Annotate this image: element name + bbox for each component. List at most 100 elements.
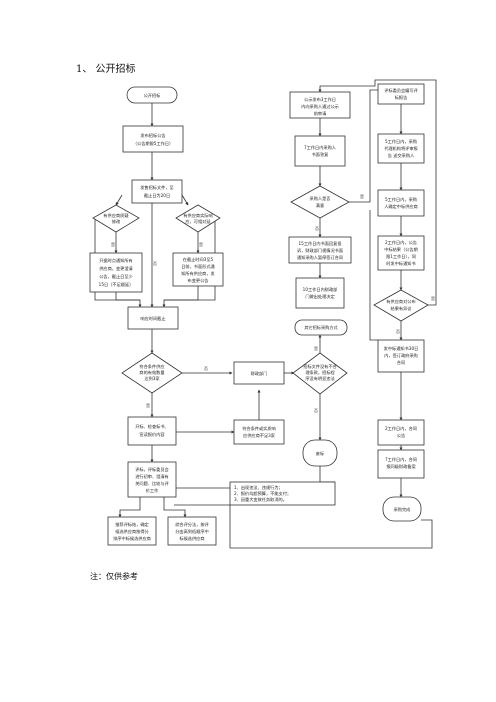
svg-text:5工作日内，采购: 5工作日内，采购 [385, 196, 417, 203]
svg-text:标报告: 标报告 [395, 94, 408, 101]
edge-label-no-e: 否 [315, 226, 319, 231]
change-notice-node: 在截止时间3至5 日前，书面形式通 知所有供应商，发 布变更公告 [172, 252, 224, 287]
svg-text:时发中标通知书: 时发中标通知书 [386, 260, 415, 267]
sell-bid-documents-node: 发售招标文件，至 截止日为20日 [131, 179, 183, 204]
svg-text:排序中标候选供应商: 排序中标候选供应商 [113, 535, 151, 542]
svg-text:理条款，招标程: 理条款，招标程 [305, 369, 335, 376]
svg-text:15工作日内书面回复投: 15工作日内书面回复投 [298, 240, 341, 247]
svg-text:5工作日内，采购: 5工作日内，采购 [385, 138, 417, 145]
svg-text:候选供应商按得分: 候选供应商按得分 [115, 528, 149, 535]
publish-announcement-node: 发布招标公告 （公告期限5工作日） [122, 125, 184, 153]
svg-text:知所有供应商，发: 知所有供应商，发 [181, 270, 215, 277]
svg-text:供应商，变更澄清: 供应商，变更澄清 [99, 265, 133, 272]
report-delivery-node: 5工作日内，采购 代理机构将评审报 告 送交采购人 [377, 133, 425, 164]
svg-text:招标文件没有不合: 招标文件没有不合 [303, 363, 337, 370]
edge-label-yes-b: 是 [199, 241, 203, 247]
svg-text:商的有效数量: 商的有效数量 [139, 369, 164, 376]
bid-evaluation-node: 评标，评标委员会 进行初审、澄清有 关问题、比较与评 价工作 [127, 461, 177, 498]
svg-text:废标: 废标 [316, 450, 324, 457]
finance-reply-node: 15工作日内书面回复投 诉，财政部门视情况书面 通知采购人暂停签订合同 [288, 236, 352, 264]
purchaser-reply-node: 7工作日内采购人 书面答复 [294, 135, 346, 167]
svg-text:合同: 合同 [397, 359, 405, 366]
svg-text:2工作日内，合同: 2工作日内，合同 [385, 425, 417, 432]
svg-text:告 送交采购人: 告 送交采购人 [388, 152, 415, 159]
svg-text:修改: 修改 [112, 218, 121, 225]
svg-text:评标委员会编写评: 评标委员会编写评 [384, 87, 418, 94]
svg-text:分由高到低顺序中: 分由高到低顺序中 [175, 528, 209, 535]
connectors [94, 79, 437, 549]
svg-text:公告，截止日至少: 公告，截止日至少 [99, 273, 133, 280]
svg-text:开据时点通知所有: 开据时点通知所有 [99, 257, 133, 264]
svg-text:发布招标公告: 发布招标公告 [140, 132, 165, 139]
svg-text:有供应商实际响: 有供应商实际响 [183, 212, 212, 219]
abandon-reasons-node: 1、出现违法、违规行为； 2、报价均超预算，不能支付； 3、因重大变故任务取消的… [229, 481, 336, 506]
svg-text:宣读报价内容: 宣读报价内容 [139, 431, 164, 438]
svg-text:前审请: 前审请 [314, 110, 327, 117]
decision-supplier-query: 有供应商质疑 修改 [92, 204, 140, 233]
edge-label-yes-d: 是 [314, 345, 318, 351]
svg-text:序没有明显违法: 序没有明显违法 [305, 375, 334, 382]
insufficient-suppliers-node: 符合条件或实质响 应供应商不足3家 [233, 419, 285, 445]
edge-label-no-d: 否 [314, 408, 318, 413]
svg-text:有供应商对公布: 有供应商对公布 [386, 298, 415, 305]
svg-text:15日（不足顺延）: 15日（不足顺延） [99, 281, 134, 288]
svg-text:采购人是否: 采购人是否 [310, 195, 331, 202]
edge-label-no-a: 否 [153, 261, 157, 266]
svg-text:评标，评标委员会: 评标，评标委员会 [135, 466, 169, 473]
svg-text:进行初审、澄清有: 进行初审、澄清有 [135, 473, 169, 480]
svg-text:书面答复: 书面答复 [312, 151, 330, 158]
decision-supplier-response: 有供应商实际响 应，可相对延 [175, 204, 221, 233]
svg-text:（公告期限5工作日）: （公告期限5工作日） [133, 140, 173, 147]
svg-text:10工作日内财政部: 10工作日内财政部 [303, 286, 338, 293]
complaint-submission-node: 公示发布3工作日 内向采购人通过公示 前审请 [289, 91, 351, 119]
svg-text:符合条件或实质响: 符合条件或实质响 [242, 425, 276, 432]
sign-contract-node: 发中标通知书30日 内，签订政府采购 合同 [377, 339, 425, 373]
svg-text:7工作日内，合同: 7工作日内，合同 [385, 456, 417, 463]
svg-text:限1工作日），同: 限1工作日），同 [386, 253, 416, 260]
decision-result-objection: 有供应商对公布 结果有异议 [373, 289, 429, 322]
response-deadline-node: 响应时间截止 [127, 306, 179, 330]
svg-text:代理机构将评审报: 代理机构将评审报 [384, 145, 418, 152]
svg-text:公开招标: 公开招标 [144, 92, 161, 99]
finance-decision-node: 10工作日内财政部 门做出处理决定 [295, 277, 345, 309]
svg-text:关问题、比较与评: 关问题、比较与评 [135, 480, 169, 487]
svg-text:符合条件供应: 符合条件供应 [139, 363, 164, 370]
svg-text:推荐评标结，确定: 推荐评标结，确定 [115, 521, 149, 528]
edge-label-no-r: 否 [396, 329, 400, 334]
svg-text:其它招标采购方式: 其它招标采购方式 [304, 324, 338, 331]
recommend-candidates-node: 推荐评标结，确定 候选供应商按得分 排序中标候选供应商 [107, 516, 157, 546]
svg-text:截止日为20日: 截止日为20日 [144, 192, 170, 199]
decision-bid-terms: 招标文件没有不合 理条款，招标程 序没有明显违法 [292, 352, 348, 395]
svg-text:应，可相对延: 应，可相对延 [185, 218, 211, 225]
edge-label-yes-e: 是 [360, 193, 364, 199]
svg-text:报同级财政备案: 报同级财政备案 [386, 463, 416, 470]
svg-text:响应时间截止: 响应时间截止 [140, 315, 165, 322]
svg-text:内向采购人通过公示: 内向采购人通过公示 [301, 103, 339, 110]
svg-text:在截止时间3至5: 在截止时间3至5 [183, 256, 214, 263]
svg-text:综合评分法，按评: 综合评分法，按评 [175, 521, 209, 528]
procurement-complete-node: 采购完成 [382, 496, 422, 522]
edge-label-yes-c: 是 [146, 402, 150, 408]
finance-department-node: 财政部门 [233, 361, 285, 385]
svg-text:3、因重大变故任务取消的。: 3、因重大变故任务取消的。 [234, 496, 287, 503]
svg-text:日前，书面形式通: 日前，书面形式通 [181, 263, 215, 270]
contract-announcement-node: 2工作日内，合同 公告 [377, 419, 425, 446]
comprehensive-scoring-node: 综合评分法，按评 分由高到低顺序中 标候选供应商 [167, 516, 217, 546]
clarification-notice-node: 开据时点通知所有 供应商，变更澄清 公告，截止日至少 15日（不足顺延） [89, 252, 143, 293]
svg-text:开标、检查标书、: 开标、检查标书、 [135, 423, 169, 430]
page-heading: 1、 公开招标 [76, 64, 136, 75]
announce-result-node: 2工作日内，公告 中标结果（公告期 限1工作日），同 时发中标通知书 [377, 235, 425, 271]
edge-label-no-c: 否 [204, 366, 208, 371]
svg-text:诉，财政部门视情况书面: 诉，财政部门视情况书面 [297, 247, 343, 254]
svg-text:公示发布3工作日: 公示发布3工作日 [304, 96, 336, 103]
svg-text:2工作日内，公告: 2工作日内，公告 [385, 239, 417, 246]
bid-opening-node: 开标、检查标书、 宣读报价内容 [127, 416, 177, 446]
contract-filing-node: 7工作日内，合同 报同级财政备案 [377, 449, 425, 479]
confirm-winner-node: 5工作日内，采购 人确定中标供应商 [377, 189, 425, 217]
other-procurement-method-node: 其它招标采购方式 [294, 319, 348, 336]
svg-text:应供应商不足3家: 应供应商不足3家 [243, 432, 276, 439]
edge-labels: 是 是 否 否 是 是 否 是 否 否 是 [111, 193, 435, 413]
svg-text:发中标通知书30日: 发中标通知书30日 [384, 345, 419, 352]
svg-text:达到3家: 达到3家 [144, 375, 160, 382]
svg-text:7工作日内采购人: 7工作日内采购人 [304, 144, 337, 151]
